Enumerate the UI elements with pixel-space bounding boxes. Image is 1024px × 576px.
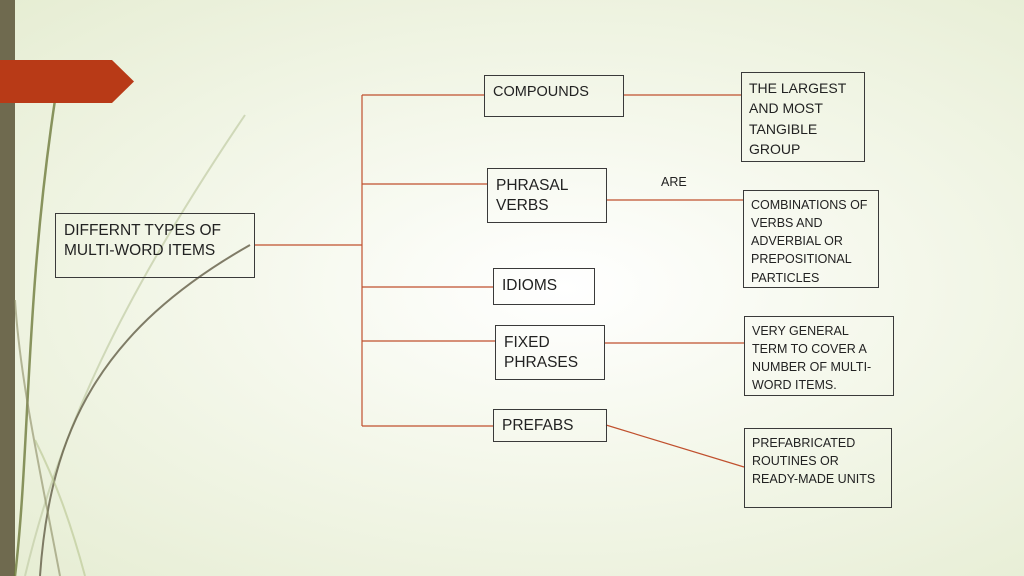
root-node: DIFFERNT TYPES OF MULTI-WORD ITEMS	[55, 213, 255, 278]
note-fixed-phrases: VERY GENERAL TERM TO COVER A NUMBER OF M…	[744, 316, 894, 396]
node-phrasal-verbs-label: PHRASAL VERBS	[496, 177, 568, 215]
node-idioms: IDIOMS	[493, 268, 595, 305]
node-fixed-phrases-label: FIXED PHRASES	[504, 334, 579, 372]
node-prefabs-label: PREFABS	[502, 417, 574, 434]
connector-label-are: ARE	[661, 175, 687, 189]
node-compounds-label: COMPOUNDS	[493, 84, 589, 100]
note-compounds: THE LARGEST AND MOST TANGIBLE GROUP	[741, 72, 865, 162]
node-phrasal-verbs: PHRASAL VERBS	[487, 168, 607, 223]
node-compounds: COMPOUNDS	[484, 75, 624, 117]
note-phrasal-verbs: COMBINATIONS OF VERBS AND ADVERBIAL OR P…	[743, 190, 879, 288]
note-phrasal-verbs-text: COMBINATIONS OF VERBS AND ADVERBIAL OR P…	[751, 198, 868, 285]
node-fixed-phrases: FIXED PHRASES	[495, 325, 605, 380]
left-sidebar-bar	[0, 0, 15, 576]
note-prefabs-text: PREFABRICATED ROUTINES OR READY-MADE UNI…	[752, 436, 876, 487]
node-prefabs: PREFABS	[493, 409, 607, 442]
note-compounds-text: THE LARGEST AND MOST TANGIBLE GROUP	[749, 80, 846, 157]
note-prefabs: PREFABRICATED ROUTINES OR READY-MADE UNI…	[744, 428, 892, 508]
note-fixed-phrases-text: VERY GENERAL TERM TO COVER A NUMBER OF M…	[752, 324, 872, 393]
root-node-label: DIFFERNT TYPES OF MULTI-WORD ITEMS	[64, 222, 222, 260]
accent-arrow-tab	[0, 60, 134, 103]
node-idioms-label: IDIOMS	[502, 277, 558, 294]
